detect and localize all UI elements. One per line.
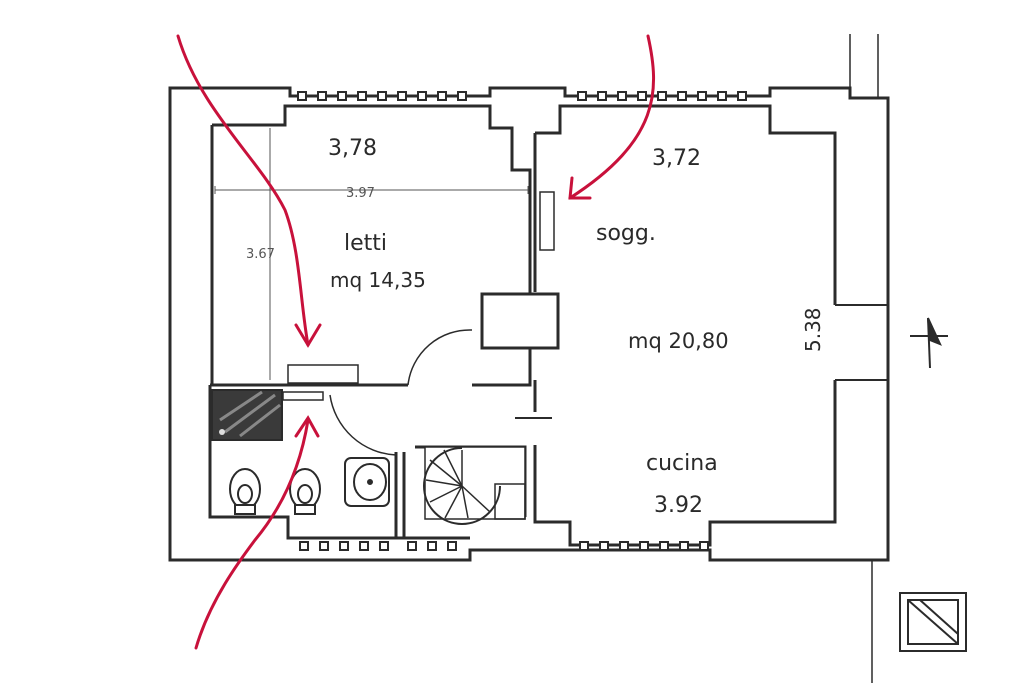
window-symbol bbox=[617, 91, 627, 101]
electrical-panel-icon bbox=[899, 592, 967, 652]
kitchen-width-label: 3.92 bbox=[654, 493, 703, 518]
bedroom-width-label: 3,78 bbox=[328, 136, 377, 161]
bedroom-dimension-lines bbox=[214, 128, 529, 380]
window-symbol bbox=[319, 541, 329, 551]
window-symbol bbox=[339, 541, 349, 551]
window-symbol bbox=[697, 91, 707, 101]
window-symbol bbox=[417, 91, 427, 101]
window-symbol bbox=[657, 91, 667, 101]
outer-walls bbox=[168, 34, 890, 683]
shower-icon bbox=[211, 389, 283, 441]
window-symbol bbox=[677, 91, 687, 101]
window-symbol bbox=[619, 541, 629, 551]
arrow-bath bbox=[194, 418, 310, 650]
window-symbol bbox=[599, 541, 609, 551]
inner-walls bbox=[208, 104, 888, 547]
living-name: sogg. bbox=[596, 221, 656, 246]
window-symbol bbox=[359, 541, 369, 551]
window-symbol bbox=[437, 91, 447, 101]
window-symbol bbox=[699, 541, 709, 551]
window-symbol bbox=[379, 541, 389, 551]
window-symbol bbox=[397, 91, 407, 101]
toilet-icon bbox=[229, 468, 261, 515]
living-width-label: 3,72 bbox=[652, 146, 701, 171]
window-symbol bbox=[447, 541, 457, 551]
window-symbol bbox=[377, 91, 387, 101]
annotation-arrows bbox=[176, 34, 656, 650]
window-symbols bbox=[297, 91, 747, 551]
spiral-stair-icon bbox=[423, 446, 526, 525]
window-symbol bbox=[639, 541, 649, 551]
sink-icon bbox=[344, 457, 390, 507]
window-symbol bbox=[737, 91, 747, 101]
window-symbol bbox=[679, 541, 689, 551]
bedroom-inner-width-label: 3.97 bbox=[346, 186, 375, 201]
kitchen-name: cucina bbox=[646, 451, 718, 476]
window-symbol bbox=[299, 541, 309, 551]
window-symbol bbox=[297, 91, 307, 101]
window-symbol bbox=[659, 541, 669, 551]
column-block bbox=[480, 292, 560, 350]
arrow-living bbox=[568, 34, 656, 200]
window-symbol bbox=[597, 91, 607, 101]
window-symbol bbox=[637, 91, 647, 101]
arrow-bedroom bbox=[176, 34, 310, 347]
bedroom-area: mq 14,35 bbox=[330, 268, 426, 292]
window-symbol bbox=[579, 541, 589, 551]
living-height-label: 5.38 bbox=[801, 307, 825, 352]
living-area: mq 20,80 bbox=[628, 329, 729, 353]
bidet-icon bbox=[289, 468, 321, 515]
window-symbol bbox=[407, 541, 417, 551]
compass-icon bbox=[910, 317, 948, 369]
door-swings bbox=[329, 329, 552, 456]
window-symbol bbox=[317, 91, 327, 101]
window-symbol bbox=[457, 91, 467, 101]
window-symbol bbox=[337, 91, 347, 101]
window-symbol bbox=[357, 91, 367, 101]
bedroom-name: letti bbox=[344, 231, 387, 256]
window-symbol bbox=[577, 91, 587, 101]
bedroom-height-label: 3.67 bbox=[246, 247, 275, 262]
window-symbol bbox=[427, 541, 437, 551]
window-symbol bbox=[717, 91, 727, 101]
